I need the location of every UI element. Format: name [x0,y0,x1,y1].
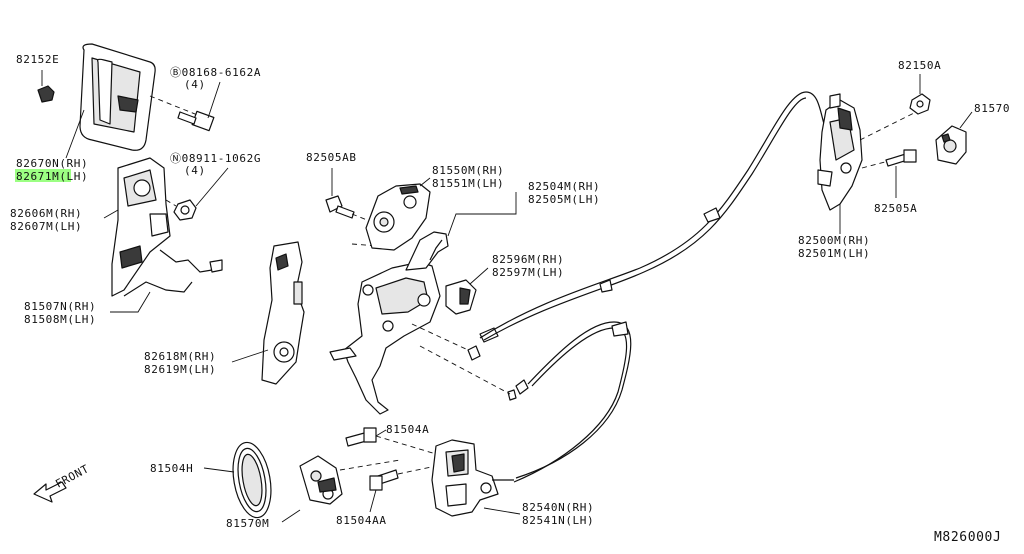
dash-front-lock [339,435,437,475]
label-81508m: 81508M(LH) [24,313,96,326]
clip-82152e[interactable] [37,85,55,103]
cable-82505m-b [513,327,628,483]
label-81504aa: 81504AA [336,514,387,527]
leader-81504aa [369,489,377,513]
diagram-id: M826000J [934,530,1001,545]
label-82540n: 82540N(RH) [522,501,594,514]
dash-08168 [149,95,201,117]
cable-ends [467,327,529,401]
lock-knob-81550m[interactable] [365,183,431,251]
protector-plate-82618m[interactable] [261,241,305,385]
label-82618m: 82618M(RH) [144,350,216,363]
label-82505m: 82505M(LH) [528,193,600,206]
inside-handle-escutcheon[interactable] [79,43,156,151]
cable-82504m [479,91,825,339]
leader-81507n [110,291,151,313]
label-82150a: 82150A [898,59,941,72]
striker-81570m[interactable] [299,455,343,505]
label-82671m: 82671M(LH) [16,170,88,183]
label-82670n: 82670N(RH) [16,157,88,170]
label-82541n: 82541N(LH) [522,514,594,527]
nut-08911[interactable] [173,199,197,221]
leader-08168 [207,81,221,119]
highlight-82671m [15,169,71,182]
dash-08911 [165,199,177,207]
leader-08911 [195,167,229,207]
label-81507n: 81507N(RH) [24,300,96,313]
leader-82596m [469,267,489,285]
leader-81550m [419,177,431,187]
leader-82618m [231,349,269,363]
cable-clip-2 [599,279,613,293]
leader-82540n [483,507,521,515]
leader-81570 [959,111,973,129]
leader-81504h [203,467,235,473]
screw-81504aa[interactable] [369,469,399,491]
label-82619m: 82619M(LH) [144,363,216,376]
label-08911-qty: (4) [184,164,206,177]
leader-82504m [447,192,517,237]
cable-82505m [515,321,632,479]
label-08168-qty: (4) [184,78,206,91]
cable-end-ring [611,321,629,337]
label-81550m: 81550M(RH) [432,164,504,177]
label-08911-part: Ⓝ08911-1062G [170,152,261,165]
label-82500m: 82500M(RH) [798,234,870,247]
rear-lock-82500m[interactable] [817,93,863,211]
label-82501m: 82501M(LH) [798,247,870,260]
striker-81570[interactable] [935,125,967,165]
screw-82505a[interactable] [885,149,917,167]
inside-handle-bracket[interactable] [111,157,171,297]
label-81570m: 81570M [226,517,269,530]
label-82504m: 82504M(RH) [528,180,600,193]
label-82596m: 82596M(RH) [492,253,564,266]
leader-82670n [65,109,85,159]
label-82152e: 82152E [16,53,59,66]
grommet-81504h[interactable] [228,439,277,520]
cable-clip-1 [703,207,721,223]
dash-lever-cable [411,323,511,395]
label-08168-part: Ⓑ08168-6162A [170,66,261,79]
label-82505a: 82505A [874,202,917,215]
label-82505ab: 82505AB [306,151,357,164]
screw-81504a[interactable] [345,427,377,447]
bolt-82150a[interactable] [909,93,931,115]
leader-81570m [281,509,301,523]
front-lock-82540n[interactable] [431,439,514,517]
label-82607m: 82607M(LH) [10,220,82,233]
clip-82596m[interactable] [445,279,477,315]
label-81504h: 81504H [150,462,193,475]
rod-81507n[interactable] [123,249,223,297]
front-arrow-icon [33,481,67,503]
cable-82504m-b [483,97,807,341]
inside-lever-assembly[interactable] [329,231,449,415]
label-front: FRONT [53,462,91,490]
leader-81504a [375,429,387,437]
dash-rear-lock [859,111,917,169]
label-81504a: 81504A [386,423,429,436]
label-82606m: 82606M(RH) [10,207,82,220]
label-81551m: 81551M(LH) [432,177,504,190]
leader-82606m [103,209,119,219]
bolt-82505ab[interactable] [325,195,355,219]
label-81570: 81570 [974,102,1010,115]
label-82597m: 82597M(LH) [492,266,564,279]
